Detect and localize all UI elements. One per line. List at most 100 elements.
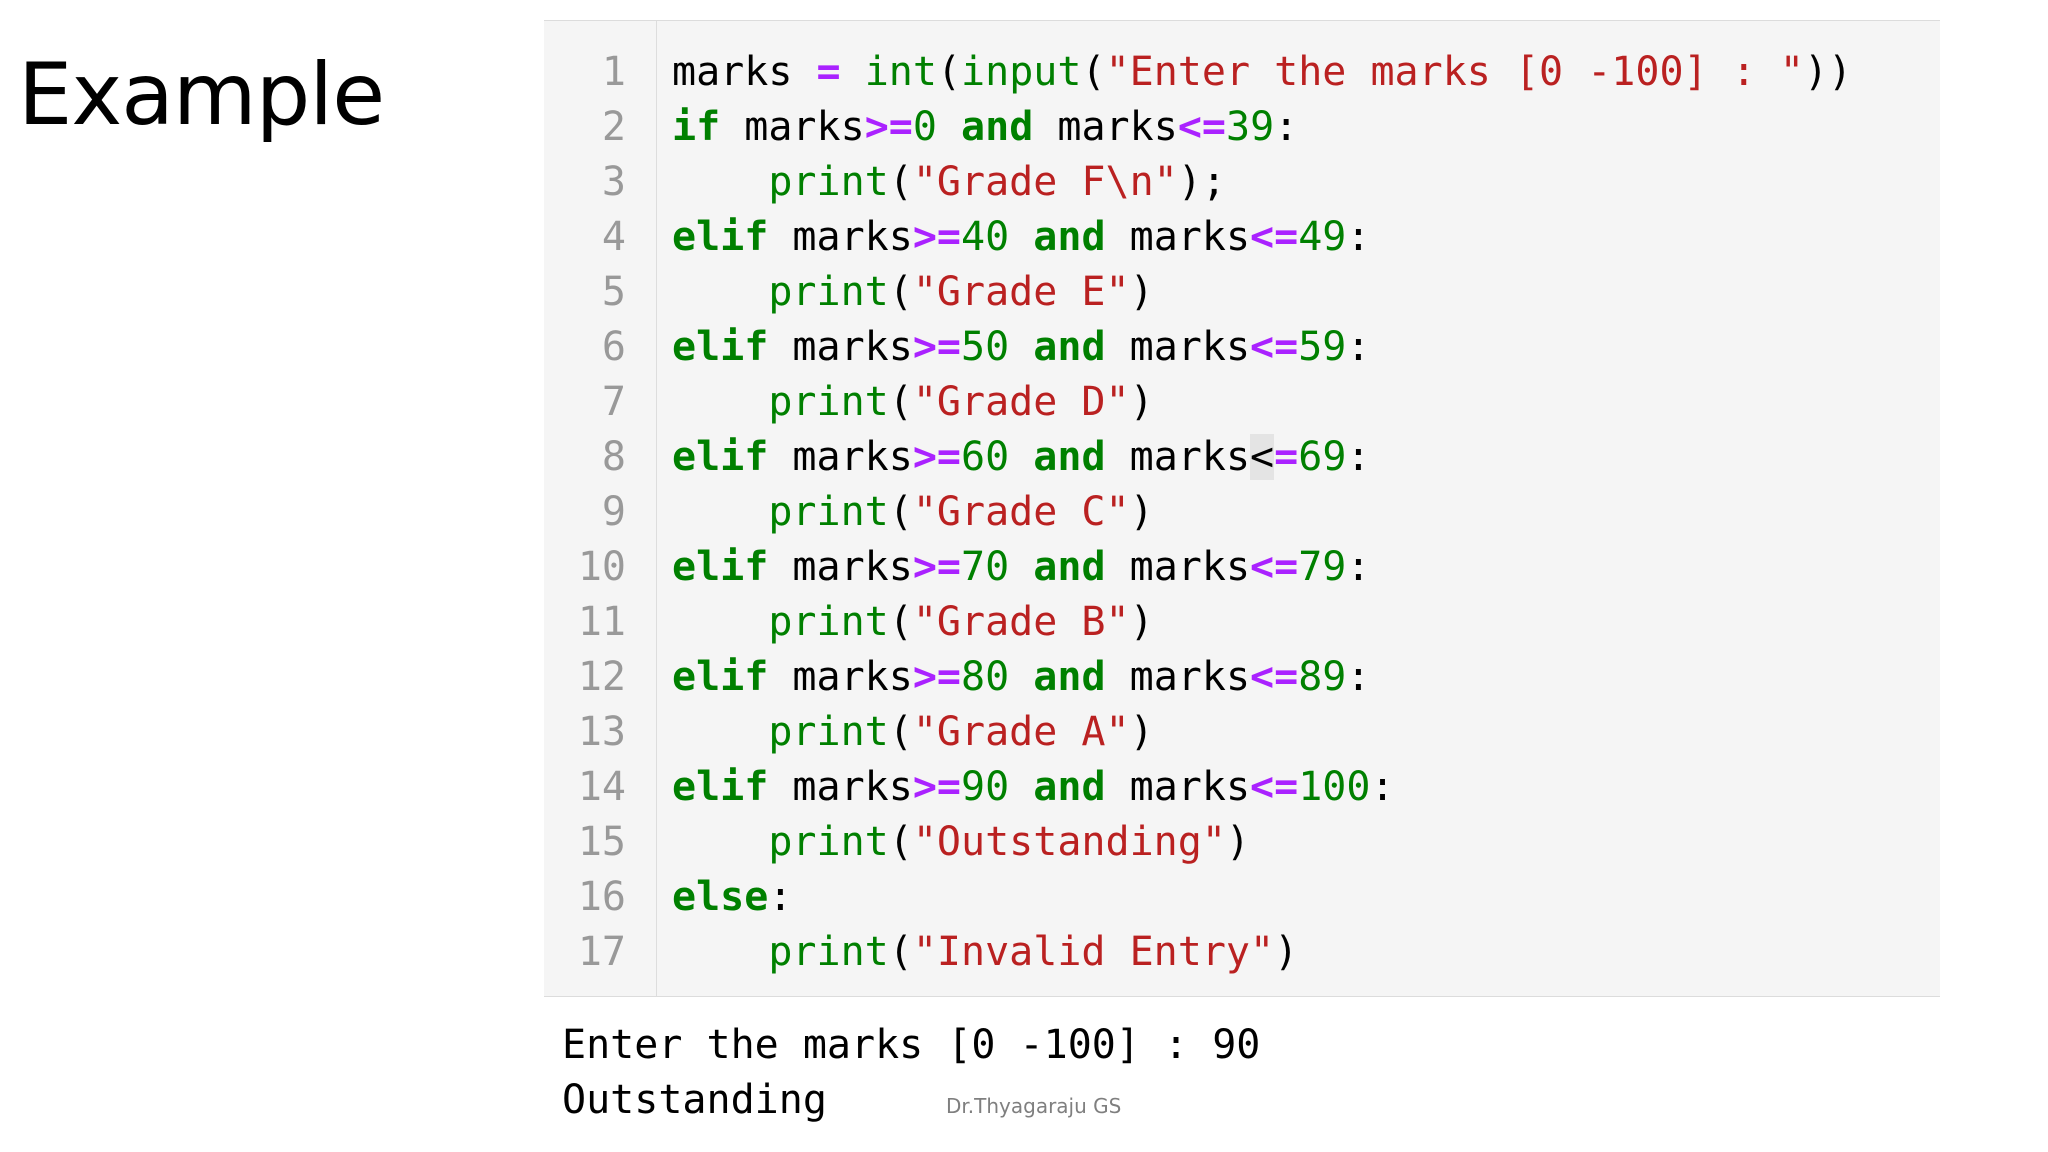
code-line[interactable]: elif marks>=50 and marks<=59: [672, 320, 1370, 375]
code-line[interactable]: print("Outstanding") [672, 815, 1250, 870]
string-token: "Grade A" [912, 709, 1130, 755]
author-credit: Dr.Thyagaraju GS [946, 1094, 1122, 1118]
code-line[interactable]: print("Grade B") [672, 595, 1153, 650]
keyword-token: and [1033, 764, 1106, 810]
code-line[interactable]: else: [672, 870, 792, 925]
line-number: 10 [577, 544, 626, 590]
punctuation-token [1009, 214, 1033, 260]
variable-token: marks [1129, 654, 1251, 700]
builtin-token: print [768, 379, 889, 425]
code-line[interactable]: print("Grade E") [672, 265, 1154, 320]
line-number: 14 [577, 764, 626, 810]
code-line[interactable]: elif marks>=70 and marks<=79: [672, 540, 1370, 595]
line-number: 11 [577, 599, 626, 645]
punctuation-token: ); [1177, 159, 1226, 205]
number-token: 59 [1298, 324, 1347, 370]
punctuation-token [841, 49, 865, 95]
code-line[interactable]: print("Grade A") [672, 705, 1153, 760]
number-token: 70 [961, 544, 1010, 590]
operator-token: >= [912, 324, 962, 370]
code-line[interactable]: elif marks>=40 and marks<=49: [672, 210, 1370, 265]
builtin-token: print [768, 709, 889, 755]
punctuation-token: ( [888, 379, 913, 425]
punctuation-token: ) [1129, 489, 1154, 535]
code-line[interactable]: marks = int(input("Enter the marks [0 -1… [672, 45, 1852, 100]
builtin-token: input [961, 49, 1082, 95]
punctuation-token: : [1346, 544, 1371, 590]
line-number: 16 [577, 874, 626, 920]
keyword-token: and [1033, 544, 1106, 590]
string-token: "Grade D" [912, 379, 1130, 425]
punctuation-token: ( [888, 929, 913, 975]
number-token: 79 [1298, 544, 1347, 590]
variable-token: marks [1129, 324, 1251, 370]
operator-token: <= [1250, 324, 1299, 370]
punctuation-token [768, 544, 792, 590]
builtin-token: int [864, 49, 937, 95]
punctuation-token [672, 819, 768, 865]
code-line[interactable]: print("Grade C") [672, 485, 1154, 540]
variable-token: marks [1129, 544, 1251, 590]
line-number: 17 [577, 929, 626, 975]
variable-token: marks [792, 214, 913, 260]
code-line[interactable]: print("Grade F\n"); [672, 155, 1226, 210]
code-line[interactable]: if marks>=0 and marks<=39: [672, 100, 1298, 155]
variable-token: marks [672, 49, 793, 95]
punctuation-token [672, 599, 768, 645]
output-line: Outstanding [562, 1077, 827, 1123]
operator-token: <= [1250, 214, 1299, 260]
punctuation-token [672, 269, 768, 315]
code-line[interactable]: print("Grade D") [672, 375, 1153, 430]
keyword-token: and [1033, 434, 1106, 480]
operator-token: <= [1250, 544, 1299, 590]
operator-token: = [1274, 434, 1299, 480]
builtin-token: print [768, 819, 889, 865]
number-token: 0 [912, 104, 937, 150]
line-number: 8 [601, 434, 626, 480]
line-number: 5 [601, 269, 626, 315]
punctuation-token: : [1346, 654, 1371, 700]
number-token: 50 [961, 324, 1010, 370]
code-line[interactable]: elif marks>=80 and marks<=89: [672, 650, 1370, 705]
keyword-token: and [1033, 654, 1106, 700]
punctuation-token: ( [888, 819, 913, 865]
line-number: 9 [601, 489, 626, 535]
operator-token: <= [1177, 104, 1226, 150]
variable-token: marks [792, 764, 913, 810]
punctuation-token: : [768, 874, 793, 920]
punctuation-token: ) [1274, 929, 1299, 975]
operator-token: >= [912, 214, 962, 260]
punctuation-token [937, 104, 961, 150]
punctuation-token [768, 654, 792, 700]
punctuation-token [792, 49, 816, 95]
punctuation-token: : [1370, 764, 1395, 810]
keyword-token: elif [672, 654, 769, 700]
punctuation-token: : [1346, 214, 1371, 260]
punctuation-token: ) [1129, 269, 1154, 315]
code-line[interactable]: print("Invalid Entry") [672, 925, 1298, 980]
variable-token: marks [744, 104, 865, 150]
keyword-token: and [1033, 214, 1106, 260]
punctuation-token [672, 159, 768, 205]
variable-token: marks [792, 324, 913, 370]
code-line[interactable]: elif marks>=90 and marks<=100: [672, 760, 1395, 815]
punctuation-token: : [1346, 434, 1371, 480]
line-number: 3 [601, 159, 626, 205]
punctuation-token [1033, 104, 1057, 150]
punctuation-token [672, 379, 768, 425]
line-number: 6 [601, 324, 626, 370]
punctuation-token [672, 709, 768, 755]
variable-token: marks [792, 434, 913, 480]
builtin-token: print [768, 489, 889, 535]
keyword-token: elif [672, 434, 769, 480]
punctuation-token: ( [888, 489, 913, 535]
number-token: 80 [961, 654, 1010, 700]
code-line[interactable]: elif marks>=60 and marks<=69: [672, 430, 1371, 485]
punctuation-token: ( [1081, 49, 1106, 95]
builtin-token: print [768, 269, 889, 315]
line-number: 4 [601, 214, 626, 260]
